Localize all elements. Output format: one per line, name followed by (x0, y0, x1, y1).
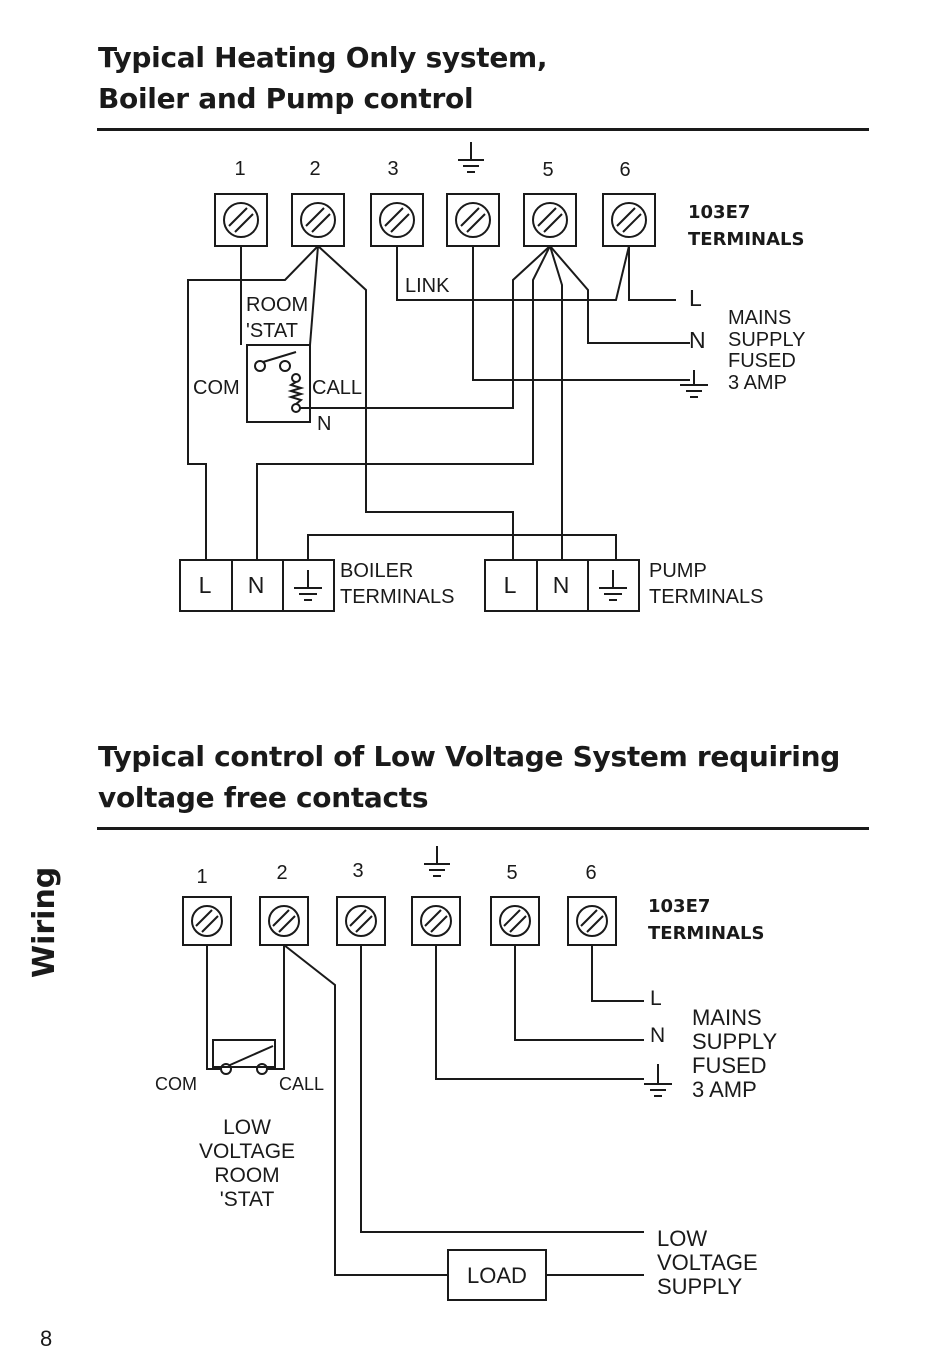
page-number: 8 (40, 1326, 53, 1351)
pump-terminal-block (484, 559, 640, 612)
pump-label-line1: PUMP (649, 560, 707, 582)
section1-title-line2: Boiler and Pump control (98, 82, 474, 115)
lv-earth-symbol-icon (424, 846, 450, 877)
terminal-block-earth (446, 193, 500, 247)
load-box (447, 1249, 547, 1301)
lv-mains-label-line2: SUPPLY (692, 1029, 778, 1054)
section2-title: Typical control of Low Voltage System re… (98, 736, 840, 818)
side-section-label: Wiring (27, 866, 62, 978)
lv-mains-label-line4: 3 AMP (692, 1077, 757, 1102)
pump-earth-icon (599, 570, 627, 601)
boiler-l-label: L (199, 572, 212, 598)
section2-rule (97, 827, 869, 830)
terminal-block-3 (370, 193, 424, 247)
lv-supply-label-line1: LOW (657, 1226, 707, 1251)
mains-label-line4: 3 AMP (728, 372, 787, 394)
lv-mains-n-label: N (650, 1024, 665, 1047)
section1-wires (179, 142, 708, 612)
terminal-number-3: 3 (387, 158, 398, 180)
lv-mains-earth-icon (644, 1064, 672, 1097)
terminal-screws (223, 202, 647, 238)
section1-title-line1: Typical Heating Only system, (98, 41, 548, 74)
section1-title: Typical Heating Only system, Boiler and … (98, 37, 548, 119)
terminal-block-1 (214, 193, 268, 247)
section2-title-line2: voltage free contacts (98, 781, 429, 814)
lv-supply-label-line2: VOLTAGE (657, 1250, 758, 1275)
boiler-n-label: N (248, 572, 265, 598)
load-label: LOAD (467, 1263, 527, 1288)
lv-terminal-block-2 (259, 896, 309, 946)
lv-supply-label-line3: SUPPLY (657, 1274, 743, 1299)
lv-terminal-block-5 (490, 896, 540, 946)
lv-stat-label-line2: VOLTAGE (199, 1140, 295, 1163)
section2-title-line1: Typical control of Low Voltage System re… (98, 740, 840, 773)
lv-room-stat-box (212, 1039, 276, 1068)
section2-wires (182, 846, 672, 1301)
pump-label-line2: TERMINALS (649, 586, 763, 608)
link-label: LINK (405, 275, 450, 297)
lv-terminal-block-6 (567, 896, 617, 946)
mains-label-line2: SUPPLY (728, 329, 805, 351)
mains-l-label: L (689, 285, 702, 311)
terminal-number-2: 2 (309, 158, 320, 180)
lv-terminal-number-2: 2 (276, 862, 287, 884)
room-stat-label-line2: 'STAT (246, 320, 298, 342)
terminals-block-label-line2: TERMINALS (688, 229, 804, 250)
lv-mains-l-label: L (650, 987, 662, 1010)
lv-terminal-block-1 (182, 896, 232, 946)
lv-terminal-number-3: 3 (352, 860, 363, 882)
lv-terminal-number-1: 1 (196, 866, 207, 888)
lv-terminal-number-5: 5 (506, 862, 517, 884)
lv-terminal-screws (191, 905, 608, 937)
terminal-block-6 (602, 193, 656, 247)
lv-stat-label-line4: 'STAT (220, 1188, 275, 1211)
boiler-terminal-block (179, 559, 335, 612)
lv-terminal-number-6: 6 (585, 862, 596, 884)
terminal-number-1: 1 (234, 158, 245, 180)
lv-terminals-block-label-line1: 103E7 (648, 896, 710, 917)
low-voltage-wiring-diagram: 1 2 3 5 6 103E7 TERMINALS COM CALL LOW V… (155, 846, 778, 1301)
mains-n-label: N (689, 327, 706, 353)
terminal-number-6: 6 (619, 159, 630, 181)
lv-terminal-block-3 (336, 896, 386, 946)
terminal-number-5: 5 (542, 159, 553, 181)
room-stat-box (246, 344, 311, 423)
lv-mains-label-line3: FUSED (692, 1053, 767, 1078)
lv-terminals-block-label-line2: TERMINALS (648, 923, 764, 944)
call-label: CALL (312, 377, 362, 399)
boiler-earth-icon (294, 570, 322, 601)
terminal-block-5 (523, 193, 577, 247)
mains-label-line3: FUSED (728, 350, 796, 372)
stat-n-label: N (317, 413, 331, 435)
terminals-block-label-line1: 103E7 (688, 202, 750, 223)
earth-symbol-icon (458, 142, 484, 173)
terminal-block-2 (291, 193, 345, 247)
room-stat-label-line1: ROOM (246, 294, 308, 316)
lv-stat-label-line1: LOW (223, 1116, 271, 1139)
heating-wiring-diagram: 1 2 3 5 6 103E7 TERMINALS LINK ROOM 'STA… (179, 142, 805, 612)
lv-terminal-block-earth (411, 896, 461, 946)
lv-com-label: COM (155, 1074, 197, 1094)
com-label: COM (193, 377, 240, 399)
pump-l-label: L (504, 572, 517, 598)
mains-earth-icon (680, 370, 708, 398)
lv-mains-label-line1: MAINS (692, 1005, 762, 1030)
lv-call-label: CALL (279, 1074, 324, 1094)
boiler-label-line2: TERMINALS (340, 586, 454, 608)
lv-stat-label-line3: ROOM (214, 1164, 279, 1187)
boiler-label-line1: BOILER (340, 560, 413, 582)
pump-n-label: N (553, 572, 570, 598)
mains-label-line1: MAINS (728, 307, 791, 329)
section1-rule (97, 128, 869, 131)
